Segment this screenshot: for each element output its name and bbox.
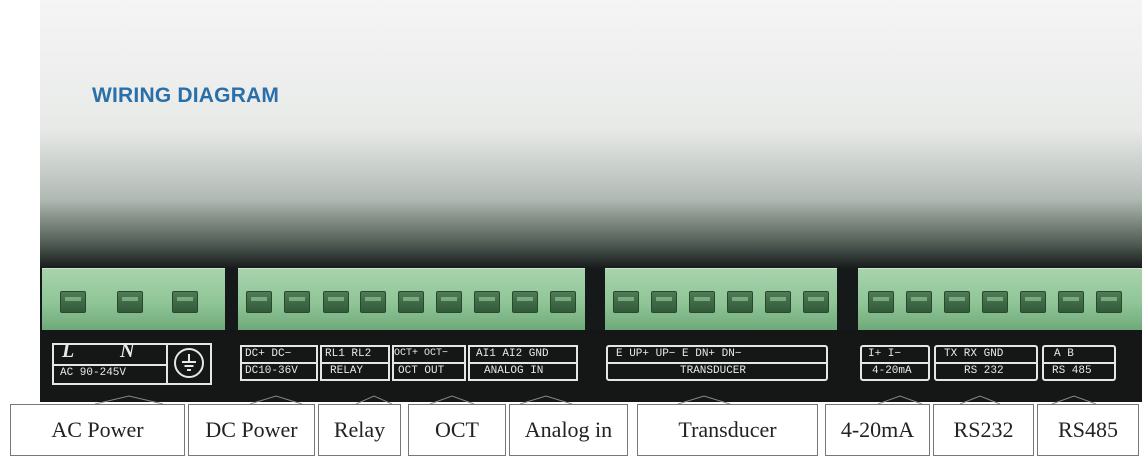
rs485-divider bbox=[1042, 362, 1116, 364]
terminal-socket bbox=[1020, 291, 1046, 313]
current-name: 4-20mA bbox=[872, 365, 912, 377]
terminal-socket bbox=[906, 291, 932, 313]
terminal-socket bbox=[1058, 291, 1084, 313]
terminal-socket bbox=[613, 291, 639, 313]
dc-range: DC10-36V bbox=[245, 365, 298, 377]
dc-divider bbox=[240, 362, 318, 364]
terminal-socket bbox=[803, 291, 829, 313]
terminal-socket bbox=[60, 291, 86, 313]
ac-n-pin: N bbox=[120, 340, 135, 362]
terminal-socket bbox=[765, 291, 791, 313]
rs485-name: RS 485 bbox=[1052, 365, 1092, 377]
ground-icon bbox=[174, 348, 204, 378]
ac-range: AC 90-245V bbox=[60, 367, 127, 379]
terminal-block-comms bbox=[858, 268, 1142, 331]
transducer-label: Transducer bbox=[637, 404, 818, 456]
page-title: WIRING DIAGRAM bbox=[92, 84, 280, 107]
transducer-name: TRANSDUCER bbox=[680, 365, 747, 377]
terminal-socket bbox=[1096, 291, 1122, 313]
terminal-socket bbox=[398, 291, 424, 313]
terminal-block-dc-relay-oct-analog bbox=[238, 268, 585, 331]
dc-power-label: DC Power bbox=[188, 404, 315, 456]
relay-label: Relay bbox=[318, 404, 401, 456]
relay-name: RELAY bbox=[330, 365, 364, 377]
analog-pins: AI1 AI2 GND bbox=[476, 348, 549, 360]
oct-name: OCT OUT bbox=[398, 365, 445, 377]
dc-pins: DC+ DC− bbox=[245, 348, 292, 360]
terminal-socket bbox=[323, 291, 349, 313]
current-pins: I+ I− bbox=[868, 348, 902, 360]
ac-ground-frame bbox=[166, 343, 212, 385]
current-label: 4-20mA bbox=[825, 404, 930, 456]
terminal-socket bbox=[436, 291, 462, 313]
terminal-block-ac bbox=[42, 268, 225, 331]
terminal-socket bbox=[512, 291, 538, 313]
transducer-pins: E UP+ UP− E DN+ DN− bbox=[616, 348, 742, 360]
relay-pins: RL1 RL2 bbox=[325, 348, 372, 360]
terminal-socket bbox=[689, 291, 715, 313]
rs232-name: RS 232 bbox=[964, 365, 1004, 377]
analog-name: ANALOG IN bbox=[484, 365, 544, 377]
terminal-socket bbox=[284, 291, 310, 313]
printed-plate bbox=[40, 330, 1142, 402]
oct-label: OCT bbox=[408, 404, 506, 456]
rs485-label: RS485 bbox=[1037, 404, 1139, 456]
terminal-socket bbox=[651, 291, 677, 313]
terminal-socket bbox=[474, 291, 500, 313]
oct-pins: OCT+ OCT− bbox=[394, 348, 449, 359]
rs232-pins: TX RX GND bbox=[944, 348, 1004, 360]
ac-l-pin: L bbox=[62, 340, 75, 362]
analog-divider bbox=[468, 362, 578, 364]
rs232-divider bbox=[934, 362, 1038, 364]
relay-divider bbox=[320, 362, 390, 364]
analog-in-label: Analog in bbox=[509, 404, 628, 456]
terminal-socket bbox=[360, 291, 386, 313]
oct-divider bbox=[392, 362, 466, 364]
terminal-block-transducer bbox=[605, 268, 837, 331]
rs485-pins: A B bbox=[1054, 348, 1074, 360]
transducer-divider bbox=[606, 362, 828, 364]
terminal-socket bbox=[727, 291, 753, 313]
terminal-socket bbox=[868, 291, 894, 313]
terminal-socket bbox=[117, 291, 143, 313]
terminal-socket bbox=[172, 291, 198, 313]
terminal-socket bbox=[246, 291, 272, 313]
ac-power-label: AC Power bbox=[10, 404, 185, 456]
ac-divider bbox=[52, 364, 168, 366]
rs232-label: RS232 bbox=[933, 404, 1034, 456]
terminal-socket bbox=[944, 291, 970, 313]
terminal-socket bbox=[982, 291, 1008, 313]
current-divider bbox=[860, 362, 930, 364]
terminal-socket bbox=[550, 291, 576, 313]
